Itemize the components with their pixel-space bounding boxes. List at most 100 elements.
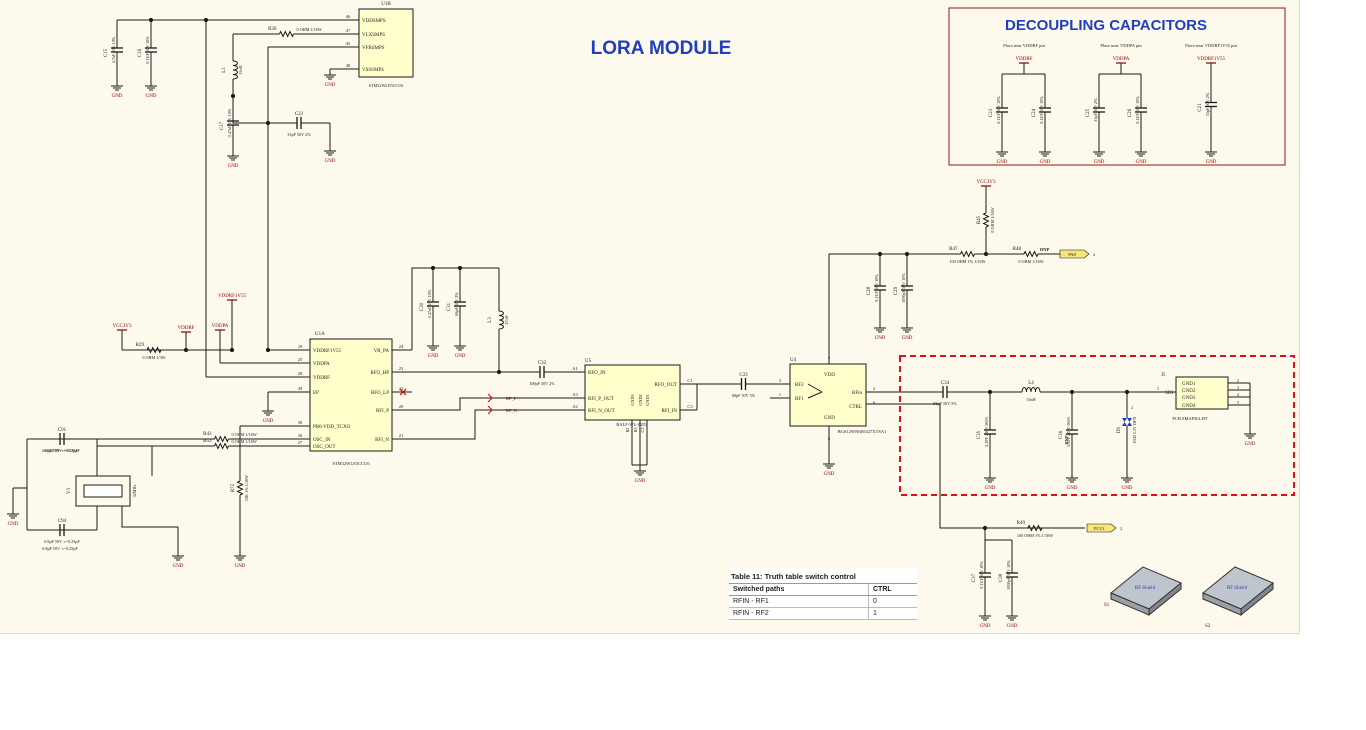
gnd-symbol <box>324 69 336 80</box>
capacitor <box>874 285 886 291</box>
wire <box>232 96 268 124</box>
gnd-net-label: GND <box>173 564 184 569</box>
res-value: 0 OHM 1/3W <box>142 355 165 360</box>
capacitor <box>111 47 123 53</box>
pin-number: 30 <box>298 420 303 425</box>
wire <box>121 506 179 550</box>
pin-name: VDD <box>824 373 835 378</box>
cap-ref: C30 <box>420 302 425 311</box>
wire <box>866 403 1085 529</box>
rf-shield-side <box>1240 581 1274 617</box>
diode-pin: 2 <box>1131 405 1133 410</box>
net-port-label: PC13 <box>1094 526 1105 531</box>
gnd-net-label: GND <box>902 336 913 341</box>
capacitor <box>1205 101 1217 108</box>
junction-dot <box>265 347 271 353</box>
net-port <box>1086 523 1117 533</box>
gnd-net-label: GND <box>1245 442 1256 447</box>
gnd-symbol <box>427 340 439 351</box>
pin-number: C2 <box>640 428 645 433</box>
cap-ref: C21 <box>1198 103 1203 112</box>
pin-number: 4 <box>1237 392 1239 397</box>
pin-number: 25 <box>298 357 303 362</box>
ind-ref: L4 <box>1028 381 1034 386</box>
cap-ref: C94 <box>58 519 67 524</box>
power-net-label: VCC3V3 <box>977 180 996 185</box>
pin-number: C1 <box>687 378 692 383</box>
gnd-symbol <box>634 465 646 476</box>
cap-value: 0.1UF 50V 10% <box>145 36 150 64</box>
pin-name: EP <box>313 391 319 396</box>
cap-value: 33pF 50V 2% <box>1093 98 1098 122</box>
pin-number: 1 <box>779 392 781 397</box>
truth-table-ctrl: 0 <box>868 595 917 608</box>
j5-body <box>1175 376 1229 410</box>
cap-value: 100pF 50V 2% <box>529 381 555 386</box>
power-net-label: VDDPA <box>212 324 229 329</box>
cap-value: 0.1UF 50V 10% <box>1039 96 1044 124</box>
capacitor <box>740 378 747 390</box>
pin-name: GND1 <box>645 394 650 405</box>
pin-name: RFI_N_OUT <box>588 409 615 414</box>
cap-ref: C22 <box>295 112 304 117</box>
capacitor <box>145 47 157 53</box>
capacitor <box>227 120 239 126</box>
pin-number: 3 <box>779 378 782 383</box>
gnd-net-label: GND <box>980 624 991 629</box>
gnd-symbol <box>172 550 184 561</box>
gnd-net-label: GND <box>985 486 996 491</box>
cap-value: 1000pF 50V 10% <box>901 273 906 303</box>
inductor <box>232 60 238 80</box>
pin-number: A3 <box>572 392 578 397</box>
res-ref: R36 <box>268 27 277 32</box>
truth-table-header-ctrl: CTRL <box>868 584 917 596</box>
cap-value: 6.8pF 50V +/-0.25pF <box>44 448 80 453</box>
u1a-body <box>309 338 393 452</box>
cap-value: 0.47uF 25V 10% <box>427 289 432 318</box>
cap-ref: C26 <box>1128 108 1133 117</box>
res-value: 100 OHM 1% 1/16W <box>1017 533 1053 538</box>
pin-number: 26 <box>298 433 303 438</box>
cap-value: 33pF 50V 2% <box>287 132 311 137</box>
wire <box>412 409 585 440</box>
gnd-net-label: GND <box>1067 486 1078 491</box>
gnd-symbol <box>227 150 239 161</box>
gnd-symbol <box>874 322 886 333</box>
cap-ref: C17 <box>220 121 225 130</box>
res-ref: R53 <box>203 439 212 444</box>
res-ref: R72 <box>231 483 236 492</box>
pin-name: GND2 <box>1182 389 1196 394</box>
pin-name: OSC_IN <box>313 438 331 443</box>
net-label-rf-p: RF_P <box>506 396 517 401</box>
cap-ref: C15 <box>104 48 109 57</box>
power-net-label: VCC3V3 <box>113 324 132 329</box>
wire <box>411 267 499 350</box>
pin-name: RFI_N <box>375 438 389 443</box>
pin-number: 3 <box>1237 385 1239 390</box>
power-net-label: VDDRF1V55 <box>1197 57 1226 62</box>
cap-value: 33pF 50V 2% <box>1205 92 1210 116</box>
net-port-pin: 2 <box>1093 252 1095 257</box>
pin-number: 27 <box>298 440 303 445</box>
capacitor <box>984 429 996 435</box>
res-value: 0 OHM 1/16W <box>232 432 257 437</box>
truth-table-caption: Table 11: Truth table switch control <box>729 568 917 584</box>
capacitor <box>996 107 1008 113</box>
u4-body <box>789 363 867 427</box>
crystal-value: 32MHz <box>132 484 137 497</box>
junction-dot <box>183 347 189 353</box>
resistor <box>279 30 294 38</box>
capacitor <box>427 301 439 307</box>
capacitor <box>539 366 545 378</box>
capacitor <box>1135 107 1147 113</box>
lora-module-title: LORA MODULE <box>591 38 732 59</box>
ind-value: 33nH <box>1026 397 1035 402</box>
pin-number: 5 <box>1237 400 1239 405</box>
ind-ref: L3 <box>488 317 493 323</box>
pin-name: RFI_P_OUT <box>588 397 614 402</box>
gnd-net-label: GND <box>1122 486 1133 491</box>
gnd-net-label: GND <box>228 164 239 169</box>
esd-diode <box>1122 418 1132 426</box>
pin-name: GND3 <box>1182 396 1196 401</box>
pin-name: RFO_LP <box>371 391 389 396</box>
